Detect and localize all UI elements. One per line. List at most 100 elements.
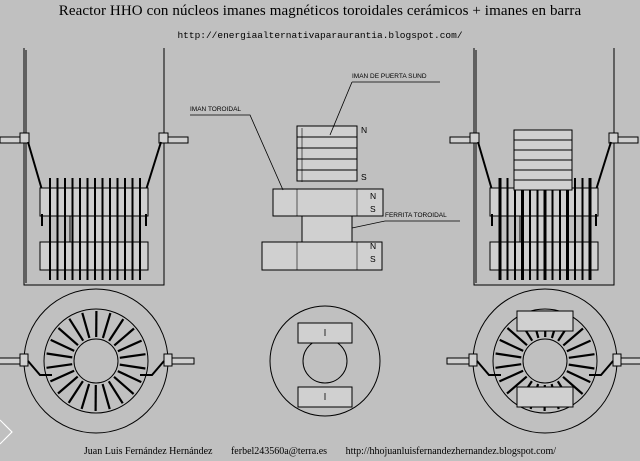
winding-spoke bbox=[49, 369, 75, 383]
footer-author: Juan Luis Fernández Hernández bbox=[83, 446, 213, 457]
winding-spoke bbox=[50, 338, 75, 352]
winding-spoke bbox=[113, 327, 135, 347]
door-magnet-bar bbox=[296, 147, 358, 160]
toroidal-magnet-lower bbox=[261, 241, 383, 271]
top-bar-magnet bbox=[516, 310, 574, 332]
terminal-left bbox=[449, 136, 473, 144]
corner-mark bbox=[0, 419, 13, 445]
bar-magnet-stack bbox=[513, 149, 573, 161]
pole-stack-s: S bbox=[361, 172, 367, 182]
label-leader-lines bbox=[190, 81, 460, 229]
winding-spoke bbox=[568, 353, 595, 359]
ferrite-bore bbox=[302, 338, 348, 384]
left-reactor-container bbox=[0, 48, 189, 286]
bar-magnet-stack bbox=[513, 129, 573, 141]
toroid-inner-edge bbox=[522, 338, 568, 384]
terminal-lead-left bbox=[446, 357, 472, 365]
terminal-right bbox=[165, 136, 189, 144]
pole-stack-n: N bbox=[361, 125, 368, 135]
terminal-left-clamp bbox=[19, 132, 30, 144]
bar-magnet-stack bbox=[513, 169, 573, 181]
lead-wire-right bbox=[589, 360, 614, 376]
winding-spoke bbox=[46, 363, 73, 369]
toroid-outer-edge bbox=[492, 308, 598, 414]
terminal-right-clamp bbox=[608, 132, 619, 144]
lead-wire-left bbox=[476, 360, 501, 376]
winding-spoke bbox=[119, 363, 146, 370]
label-ferrita-toroidal: FERRITA TOROIDAL bbox=[385, 212, 447, 219]
terminal-left-clamp bbox=[469, 132, 480, 144]
door-magnet-bar bbox=[296, 125, 358, 138]
toroid-outer-edge bbox=[43, 308, 149, 414]
leader-ferrita bbox=[351, 220, 386, 229]
door-magnet-bar bbox=[296, 158, 358, 171]
winding-spoke bbox=[566, 339, 592, 353]
winding-spoke bbox=[117, 339, 143, 353]
terminal-lead-left bbox=[0, 357, 23, 365]
winding-spoke bbox=[107, 380, 124, 404]
winding-spoke bbox=[67, 380, 84, 404]
winding-spoke bbox=[68, 318, 85, 342]
winding-spoke bbox=[101, 383, 111, 410]
blog-url: http://energiaalternativaparaurantia.blo… bbox=[177, 30, 463, 41]
winding-spoke bbox=[119, 353, 146, 359]
leader-toroidal bbox=[190, 114, 284, 191]
terminal-lead-left-clamp bbox=[19, 353, 29, 367]
right-reactor-container bbox=[449, 48, 639, 286]
container-outline bbox=[23, 48, 165, 286]
winding-spoke bbox=[80, 383, 91, 410]
winding-spoke bbox=[506, 327, 528, 347]
winding-spoke bbox=[562, 327, 584, 347]
winding-spoke bbox=[498, 369, 524, 383]
left-top-view-ring bbox=[0, 288, 195, 434]
winding-spoke bbox=[108, 318, 125, 342]
label-iman-puerta: IMAN DE PUERTA SUND bbox=[352, 73, 427, 80]
terminal-right bbox=[615, 136, 639, 144]
winding-spoke bbox=[46, 352, 73, 359]
bar-magnet-stack bbox=[513, 159, 573, 171]
bar-magnet-stack bbox=[513, 139, 573, 151]
winding-spoke bbox=[568, 363, 595, 370]
footer: Juan Luis Fernández Hernández ferbel2435… bbox=[0, 446, 640, 457]
pole-ring2-s: S bbox=[370, 254, 376, 264]
terminal-right-clamp bbox=[158, 132, 169, 144]
pole-ring2-n: N bbox=[370, 241, 377, 251]
terminal-lead-right bbox=[169, 357, 195, 365]
winding-spoke bbox=[499, 338, 524, 352]
toroid-inner-edge bbox=[73, 338, 119, 384]
ferrite-core bbox=[301, 215, 353, 243]
container-top-outline bbox=[23, 288, 169, 434]
footer-email[interactable]: ferbel243560a@terra.es bbox=[230, 446, 328, 457]
lead-wire-left bbox=[27, 360, 52, 376]
winding-spoke bbox=[562, 375, 584, 395]
winding-spoke bbox=[57, 375, 79, 395]
winding-spoke bbox=[495, 363, 522, 369]
door-magnet-bar bbox=[296, 136, 358, 149]
pole-ring1-s: S bbox=[370, 204, 376, 214]
bar-magnet-stack bbox=[513, 179, 573, 191]
winding-spoke bbox=[495, 352, 522, 359]
winding-spoke bbox=[113, 375, 135, 395]
terminal-lead-left-clamp bbox=[468, 353, 478, 367]
terminal-lead-right-clamp bbox=[612, 353, 622, 367]
winding-spoke bbox=[566, 370, 591, 384]
right-top-view-ring bbox=[446, 288, 640, 434]
toroidal-magnet-upper bbox=[272, 188, 384, 217]
footer-url[interactable]: http://hhojuanluisfernandezhernandez.blo… bbox=[345, 446, 557, 457]
corner-chevron bbox=[0, 419, 13, 445]
bottom-bar-magnet bbox=[516, 386, 574, 408]
center-magnet-assembly bbox=[261, 125, 384, 271]
leader-puerta bbox=[329, 81, 353, 136]
terminal-left bbox=[0, 136, 23, 144]
terminal-lead-right bbox=[618, 357, 640, 365]
winding-spoke bbox=[57, 327, 79, 347]
door-magnet-bar bbox=[296, 169, 358, 182]
lead-wire-right bbox=[140, 360, 165, 376]
terminal-lead-right-clamp bbox=[163, 353, 173, 367]
corner-chevron-inner bbox=[3, 423, 13, 441]
winding-spoke bbox=[506, 375, 528, 395]
winding-spoke bbox=[101, 312, 112, 339]
label-iman-toroidal: IMAN TOROIDAL bbox=[190, 106, 242, 113]
winding-spoke bbox=[117, 370, 142, 384]
